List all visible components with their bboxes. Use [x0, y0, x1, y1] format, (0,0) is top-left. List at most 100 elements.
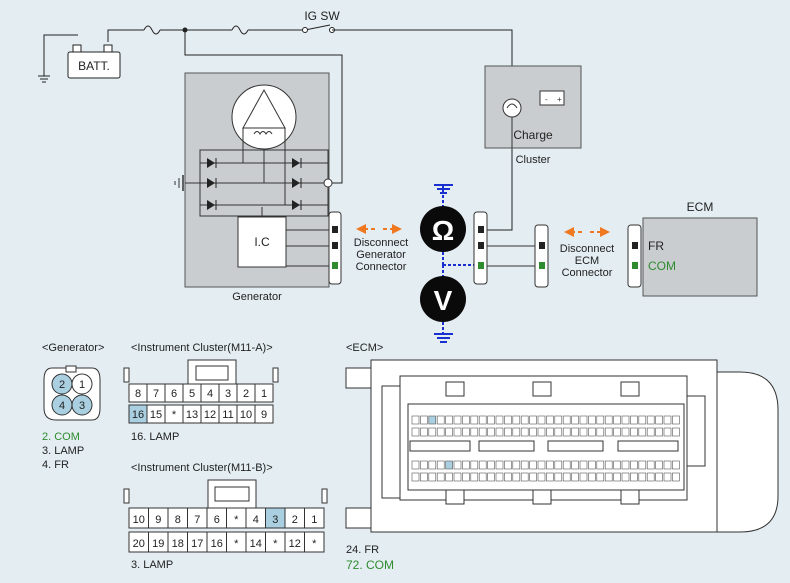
- ecm-pin-cell: [596, 415, 605, 425]
- ecm-pin-cell: [596, 472, 605, 482]
- cluster-a-note: 16. LAMP: [131, 431, 179, 443]
- cluster-b-row1-pin-label: *: [234, 514, 239, 526]
- cluster-b-row2-pin-label: 18: [172, 538, 184, 550]
- ecm-pin-cell: [663, 472, 672, 482]
- generator-unit: I.C Generator: [174, 72, 333, 303]
- cluster-a-row1-pin-label: 3: [225, 388, 231, 400]
- ecm-pin-cell: [554, 460, 563, 470]
- generator-connector-face: <Generator> 2 1 4 3 2. COM 3. LAMP 4. FR: [42, 342, 104, 471]
- ecm-pin-cell: [445, 415, 453, 425]
- ecm-pin-cell: [470, 415, 479, 425]
- cluster-b-row2-pin-label: 19: [152, 538, 164, 550]
- ecm-pin-cell: [420, 472, 428, 482]
- ecm-pin-cell: [529, 460, 537, 470]
- ecm-note-com: 72. COM: [346, 558, 394, 572]
- ecm-pin-cell: [453, 427, 462, 437]
- ecm-pin-cell: [655, 460, 663, 470]
- ohm-meter: Ω: [420, 184, 480, 266]
- ecm-pin-cell: [512, 460, 521, 470]
- ecm-pin-cell: [630, 427, 638, 437]
- ecm-pin-cell: [638, 472, 647, 482]
- ecm-pin-cell: [588, 427, 596, 437]
- ecm-pin-cell: [546, 415, 554, 425]
- ecm-pin-cell: [630, 415, 638, 425]
- ecm-pin-cell: [487, 427, 495, 437]
- ecm-pin-cell: [436, 460, 445, 470]
- ecm-pin-cell: [613, 415, 621, 425]
- ecm-pin-cell: [655, 427, 663, 437]
- ecm-note-fr: 24. FR: [346, 544, 379, 556]
- ecm-pin-cell: [579, 427, 588, 437]
- ecm-pin-cell: [436, 415, 445, 425]
- cluster-b-note: 3. LAMP: [131, 559, 173, 571]
- ecm-pin-cell: [655, 472, 663, 482]
- cluster-b-row2-pin-label: 12: [289, 538, 301, 550]
- ecm-pin-cell: [672, 427, 680, 437]
- battery-label: BATT.: [78, 59, 110, 73]
- ecm-pin-cell: [672, 460, 680, 470]
- ecm-pin-cell: [520, 427, 529, 437]
- generator-connector: [328, 211, 342, 285]
- cluster-b-row1-pin-label: 6: [214, 514, 220, 526]
- cluster-a-row1-pin-label: 7: [153, 388, 159, 400]
- cluster-a-row2-pin-label: 15: [150, 409, 162, 421]
- gen-note-fr: 4. FR: [42, 459, 69, 471]
- disconnect-ecm-line2: ECM: [575, 255, 599, 267]
- charge-label: Charge: [513, 128, 553, 142]
- ecm-pin-cell: [579, 472, 588, 482]
- disconnect-ecm-line3: Connector: [562, 267, 613, 279]
- cluster-a-row2-pin-label: 13: [186, 409, 198, 421]
- ig-switch-label: IG SW: [304, 9, 340, 23]
- ecm-pin-cell: [588, 415, 596, 425]
- ecm-pin-cell: [529, 415, 537, 425]
- ecm-pin-cell: [504, 472, 512, 482]
- cluster-b-row1-pin-label: 1: [311, 514, 317, 526]
- ecm-pin-cell: [504, 415, 512, 425]
- ecm-pin-cell: [436, 427, 445, 437]
- cluster-b-row1-pin-label: 7: [194, 514, 200, 526]
- ecm-pin-cell: [504, 427, 512, 437]
- svg-text:-: -: [545, 95, 548, 104]
- ecm-pin-cell: [596, 427, 605, 437]
- ecm-pin-cell: [495, 472, 504, 482]
- gen-note-com: 2. COM: [42, 431, 80, 443]
- cluster-label: Cluster: [516, 154, 551, 166]
- ohm-symbol: Ω: [432, 215, 454, 246]
- cluster-b-row2-pin-label: 14: [250, 538, 262, 550]
- ecm-pin-cell: [428, 460, 437, 470]
- disconnect-ecm-note: Disconnect ECM Connector: [560, 227, 614, 279]
- ecm-pin-cell: [621, 460, 630, 470]
- ecm-pin-cell: [453, 472, 462, 482]
- ecm-pin-cell: [604, 460, 613, 470]
- ecm-pin-cell: [537, 415, 546, 425]
- disconnect-gen-line1: Disconnect: [354, 237, 408, 249]
- cluster-b-row2-cell: [304, 531, 325, 553]
- ecm-pin-cell: [487, 415, 495, 425]
- ecm-pin-cell: [453, 415, 462, 425]
- cluster-a-row2-pin-label: *: [172, 409, 177, 421]
- ecm-pin-cell: [638, 427, 647, 437]
- ecm-pin-cell: [453, 460, 462, 470]
- ecm-pin-cell: [646, 427, 655, 437]
- ecm-pin-cell: [546, 427, 554, 437]
- ecm-pin-cell: [571, 415, 579, 425]
- ecm-pin-cell: [470, 427, 479, 437]
- cluster-b-row1-pin-label: 8: [175, 514, 181, 526]
- ecm-pin-cell: [411, 427, 420, 437]
- ecm-title: ECM: [687, 200, 714, 214]
- ecm-pin-cell: [420, 427, 428, 437]
- ecm-pin-cell: [520, 472, 529, 482]
- ecm-pin-cell: [546, 460, 554, 470]
- cluster-a-row1-pin-label: 8: [135, 388, 141, 400]
- ecm-pin-cell: [588, 460, 596, 470]
- ecm-pin-cell: [487, 460, 495, 470]
- cluster-b-row1-cell: [304, 507, 325, 529]
- ecm-pin-cell: [663, 415, 672, 425]
- ecm-pin-cell: [604, 472, 613, 482]
- cluster-b-row2-pin-label: *: [273, 538, 278, 550]
- cluster-a-row2-pin-label: 10: [240, 409, 252, 421]
- ecm-pin-cell: [537, 460, 546, 470]
- ecm-pin-cell: [478, 472, 487, 482]
- ecm-pin-cell: [428, 415, 437, 425]
